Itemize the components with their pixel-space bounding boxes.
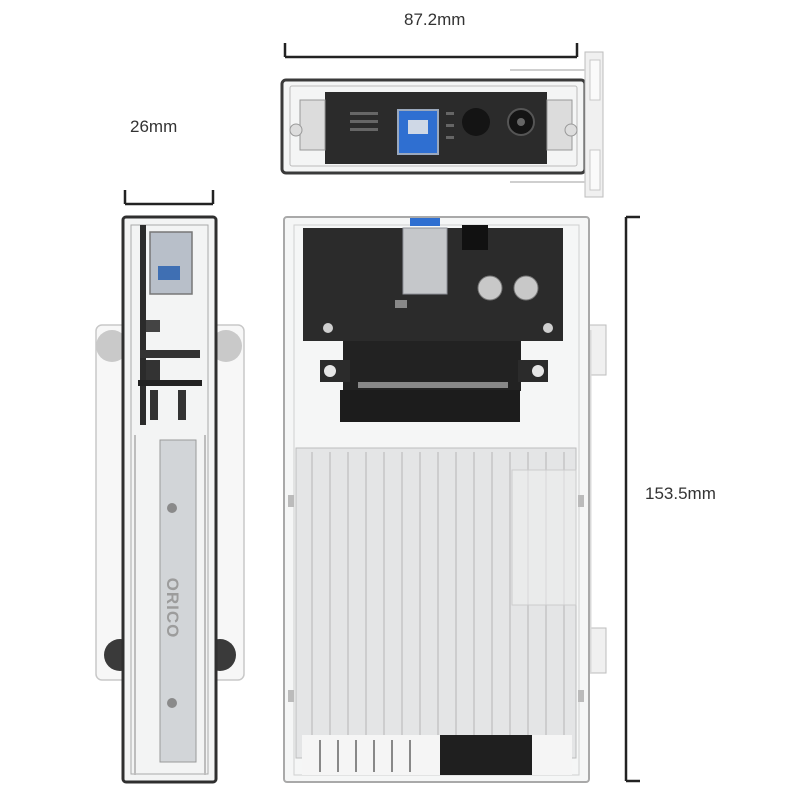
usb3-port-icon bbox=[397, 109, 439, 155]
svg-text:ORICO: ORICO bbox=[163, 578, 182, 639]
side-view: ORICO bbox=[95, 215, 245, 784]
depth-dimension-line bbox=[123, 190, 215, 206]
width-dimension-line bbox=[283, 43, 579, 59]
front-view bbox=[283, 216, 607, 783]
depth-dimension-label: 26mm bbox=[130, 117, 178, 136]
height-dimension-line bbox=[624, 215, 640, 783]
orico-logo: ORICO bbox=[163, 578, 182, 639]
top-end-view bbox=[280, 51, 604, 198]
width-dimension-label: 87.2mm bbox=[404, 10, 466, 29]
power-switch-icon bbox=[462, 108, 490, 136]
height-dimension-label: 153.5mm bbox=[645, 484, 716, 503]
